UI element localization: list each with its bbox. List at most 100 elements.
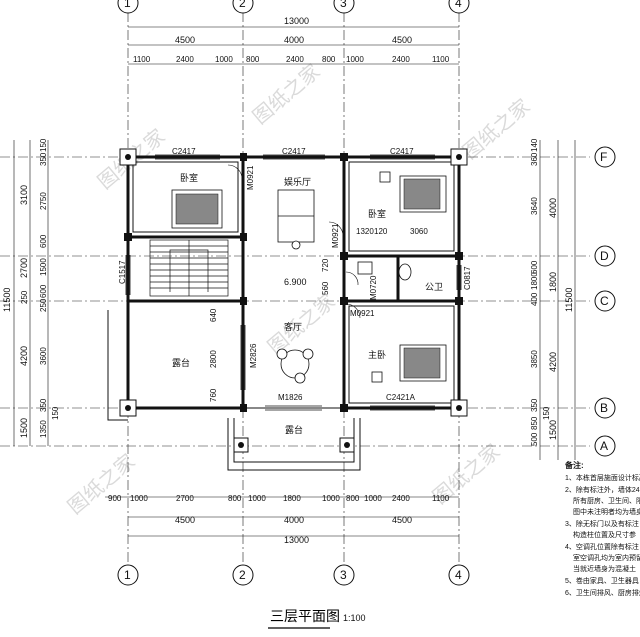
dim-text: 720	[321, 258, 330, 272]
door-code: M0720	[369, 275, 378, 300]
dim-text: 4500	[175, 515, 195, 525]
window-code: C0817	[463, 266, 472, 290]
axis-label-col: 1	[124, 0, 131, 10]
top-dimension-text: 13000 4500 4000 4500 1100 2400 1000 800 …	[133, 16, 450, 64]
dim-text: 11500	[2, 288, 12, 312]
dim-text: 1000	[215, 55, 233, 64]
scale-text: 1:100	[343, 613, 366, 623]
dim-text: 500	[530, 432, 539, 446]
elevation-label: 6.900	[284, 277, 307, 287]
interior-dims: 1320 120 3060 720 560 640 2800 760	[209, 227, 428, 402]
dim-text: 1500	[548, 420, 558, 440]
dim-text: 11500	[564, 288, 574, 312]
axis-bubbles-right: F D C B A	[594, 146, 616, 457]
dim-text: 1000	[130, 494, 148, 503]
dim-text: 4000	[284, 35, 304, 45]
left-dimension-text: 11500 3100 2700 250 4200 1500 150 350 27…	[2, 138, 60, 438]
dim-text: 1100	[133, 55, 151, 64]
dim-text: 2400	[176, 55, 194, 64]
dim-text: 2700	[19, 258, 29, 278]
notes-block: 备注: 1、本栋首层施面设计标高 2、除有标注外，墙体24 所有厨房、卫生间、阳…	[564, 460, 640, 597]
right-dimension-lines	[539, 140, 576, 460]
dim-text: 1000	[248, 494, 266, 503]
note-line: 构造柱位置及尺寸参	[573, 530, 636, 539]
dim-text: 900	[108, 494, 122, 503]
dim-text: 400	[530, 292, 539, 306]
dim-text: 3060	[410, 227, 428, 236]
bottom-dimension-lines	[105, 496, 459, 537]
room-label: 娱乐厅	[284, 176, 311, 187]
left-dimension-lines	[13, 140, 49, 446]
dim-text: 640	[209, 308, 218, 322]
axis-bubbles-top: 1 2 3 4	[117, 0, 470, 14]
window-code: C2421A	[386, 393, 416, 402]
door-code: M0921	[331, 223, 340, 248]
room-label: 客厅	[284, 321, 302, 332]
room-label: 主卧	[368, 349, 386, 360]
dim-text: 150	[39, 138, 48, 152]
watermark: 图纸之家	[458, 95, 534, 164]
title-text: 三层平面图	[270, 608, 340, 624]
dim-text: 1000	[364, 494, 382, 503]
window-code: C2417	[282, 147, 306, 156]
dim-text: 3100	[19, 185, 29, 205]
dim-text: 2400	[392, 494, 410, 503]
dim-text: 1320	[356, 227, 374, 236]
dim-text: 150	[51, 406, 60, 420]
top-dimension-lines	[128, 26, 459, 65]
room-label: 卧室	[368, 208, 386, 219]
note-line: 2、除有标注外，墙体24	[565, 485, 640, 494]
door-swings	[227, 164, 361, 319]
dim-text: 2400	[286, 55, 304, 64]
dim-text: 800	[346, 494, 360, 503]
dim-text: 1350	[39, 420, 48, 438]
staircase	[149, 239, 229, 297]
dim-text: 1000	[322, 494, 340, 503]
dim-text: 350	[530, 398, 539, 412]
dim-text: 600	[530, 260, 539, 274]
door-code: M2826	[249, 343, 258, 368]
dim-text: 1800	[548, 272, 558, 292]
table-furniture	[276, 189, 315, 384]
dim-text: 360	[530, 152, 539, 166]
axis-label-col: 3	[340, 0, 347, 10]
bed-furniture	[171, 175, 447, 382]
dim-text: 4200	[548, 352, 558, 372]
dim-text: 13000	[284, 535, 309, 545]
axis-label-col: 4	[455, 0, 462, 10]
windows	[125, 154, 462, 411]
notes-heading: 备注:	[564, 460, 584, 470]
dim-text: 3850	[530, 350, 539, 368]
window-code: C2417	[172, 147, 196, 156]
note-line: 4、空调孔位置除有标注	[565, 542, 639, 551]
bottom-dimension-text: 900 1000 2700 800 1000 1800 1000 800 100…	[108, 494, 450, 545]
room-label: 露台	[285, 424, 303, 435]
dim-text: 3600	[39, 347, 48, 365]
dim-text: 600	[39, 234, 48, 248]
dim-text: 120	[374, 227, 388, 236]
dim-text: 13000	[284, 16, 309, 26]
dim-text: 250	[39, 298, 48, 312]
note-line: 5、卷由家具、卫生器具	[565, 576, 639, 585]
dim-text: 2800	[209, 350, 218, 368]
axis-label-row: B	[600, 401, 608, 415]
dim-text: 600	[39, 284, 48, 298]
room-label: 公卫	[425, 282, 443, 292]
dim-text: 4000	[548, 198, 558, 218]
window-code: C1517	[118, 260, 127, 284]
note-line: 3、除无标门以及有标注	[565, 519, 639, 528]
room-labels: 卧室 娱乐厅 卧室 6.900 露台 客厅 公卫 主卧 露台	[172, 172, 443, 435]
dim-text: 4000	[284, 515, 304, 525]
door-code: M0921	[350, 309, 375, 318]
axis-label-col: 2	[239, 0, 246, 10]
window-code: C2417	[390, 147, 414, 156]
axis-label-col: 4	[455, 568, 462, 582]
note-line: 室空调孔均为室内预留	[573, 553, 640, 562]
dim-text: 2400	[392, 55, 410, 64]
axis-label-row: A	[600, 439, 608, 453]
axis-label-row: C	[600, 294, 609, 308]
dim-text: 560	[321, 281, 330, 295]
dim-text: 4500	[392, 35, 412, 45]
axis-label-row: D	[600, 249, 609, 263]
dim-text: 4200	[19, 346, 29, 366]
